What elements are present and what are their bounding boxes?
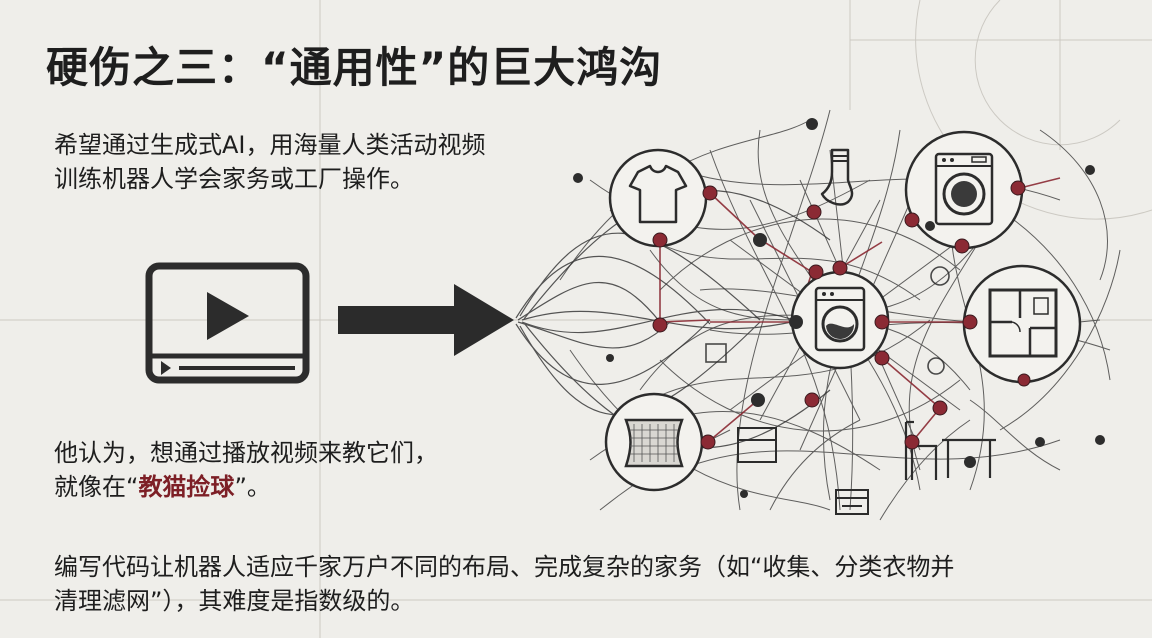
analogy-open-quote: “ [126,473,139,501]
table-icon [942,438,996,478]
paragraph-goal-line-1: 希望通过生成式AI，用海量人类活动视频 [54,131,486,159]
analogy-highlight: 教猫捡球 [138,473,235,501]
paragraph-analogy-line-1: 他认为，想通过播放视频来教它们， [54,439,438,467]
paragraph-complexity: 编写代码让机器人适应千家万户不同的布局、完成复杂的家务（如“收集、分类衣物并 清… [54,550,1114,618]
paragraph-analogy-line-2: 就像在“教猫捡球”。 [54,470,514,504]
paragraph-complexity-line-2: 清理滤网”），其难度是指数级的。 [54,587,415,615]
tshirt-node [608,148,708,248]
analogy-prefix: 就像在 [54,473,126,501]
filter-net-node [604,392,704,492]
center-washing-machine-node [790,270,890,370]
paragraph-analogy: 他认为，想通过播放视频来教它们， 就像在“教猫捡球”。 [54,436,514,504]
washing-machine-node [904,130,1024,250]
paragraph-goal: 希望通过生成式AI，用海量人类活动视频 训练机器人学会家务或工厂操作。 [54,128,574,196]
paragraph-complexity-line-1: 编写代码让机器人适应千家万户不同的布局、完成复杂的家务（如“收集、分类衣物并 [54,553,955,581]
floor-plan-node [962,264,1082,384]
analogy-close-quote: ”。 [234,473,271,501]
box-icon [737,427,777,463]
tshirt-icon [628,164,688,224]
right-arrow-icon [338,284,514,356]
tangled-network-diagram [515,109,1121,521]
shelf-icon [835,489,869,515]
mini-appliance-icon [705,266,950,375]
paragraph-goal-line-2: 训练机器人学会家务或工厂操作。 [54,165,414,193]
page-title: 硬伤之三：“通用性”的巨大鸿沟 [46,43,663,92]
video-play-icon [145,262,310,384]
sock-icon [820,148,854,206]
